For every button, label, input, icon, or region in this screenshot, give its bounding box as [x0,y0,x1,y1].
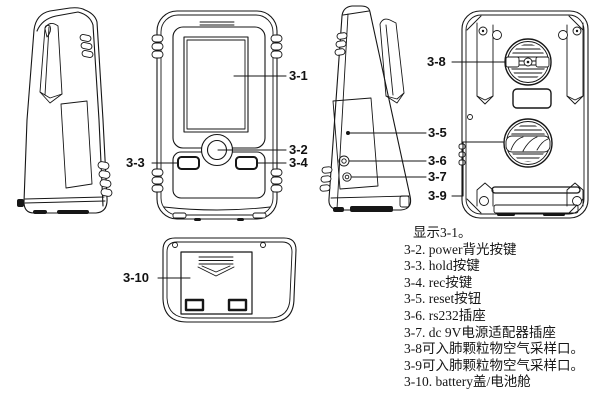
left-side-top-face [37,12,93,31]
reset-hole [346,131,350,135]
left-side-bottom-seam [25,197,105,203]
parts-legend: 显示3-1。 3-2. power背光按键 3-3. hold按键 3-4. r… [404,225,584,391]
callout-leader-lines [152,62,504,278]
bottom-air-sampling-vent [504,119,552,167]
legend-line-rec-button: 3-4. rec按键 [404,274,473,290]
legend-line-display: 显示3-1。 [413,225,472,240]
callout-label-3-3: 3-3 [126,155,145,170]
back-screws [479,27,582,206]
front-body-outer [157,11,277,219]
callout-label-3-7: 3-7 [428,169,447,184]
back-bottom-slot [492,187,580,193]
callout-label-3-1: 3-1 [289,68,308,83]
legend-line-power-button: 3-2. power背光按键 [404,241,517,257]
callout-label-3-5: 3-5 [428,125,447,140]
back-bottom-bar [494,205,578,213]
dc-jack [343,173,351,181]
right-side-handle [380,19,404,103]
top-air-sampling-vent [505,39,551,85]
back-corner-accents [467,16,583,213]
right-side-bottom-ridges [320,166,333,191]
battery-cover [181,252,252,314]
left-side-panel [61,101,92,188]
callout-label-3-10: 3-10 [123,270,150,285]
bottom-body-outer [163,238,296,322]
right-side-view [320,6,411,212]
bottom-view [163,238,296,322]
front-side-ridges [152,35,282,192]
right-side-panel [333,98,378,189]
legend-line-top-sampling-port: 3-8可入肺颗粒物空气采样口。 [404,341,584,357]
callout-label-3-8: 3-8 [427,54,446,69]
lcd-display [184,37,248,132]
back-bottom-feet [497,213,565,216]
left-side-feet [17,199,89,214]
legend-line-rs232-socket: 3-6. rs232插座 [404,307,486,323]
right-side-top-ridges [335,32,348,55]
lcd-display-inner [187,40,245,129]
callout-label-3-9: 3-9 [428,188,447,203]
legend-line-hold-button: 3-3. hold按键 [404,258,480,274]
callout-label-3-2: 3-2 [289,142,308,157]
back-body-outer [462,11,588,218]
left-side-handle [40,23,62,103]
hold-button [178,157,199,169]
right-side-bottom-seam [331,196,409,198]
front-body-inner [161,15,273,215]
left-side-view [17,8,113,214]
legend-line-bottom-sampling-port: 3-9可入肺颗粒物空气采样口。 [404,357,584,373]
callout-label-3-4: 3-4 [289,155,308,170]
front-view [152,11,282,221]
battery-foot-left [186,300,203,310]
left-side-front-edge [93,25,103,206]
bottom-hook-right [261,243,266,248]
front-top-ticks [200,22,234,25]
bottom-hook-left [173,243,178,248]
legend-line-reset-button: 3-5. reset按钮 [404,291,482,307]
battery-cover-arrow-icon [198,266,234,276]
back-body-inner [466,15,584,214]
left-side-bottom-ridges [97,161,112,197]
right-side-feet [333,206,393,212]
battery-cover-grip-lines [199,257,233,264]
left-side-outline [24,8,107,213]
back-view [459,11,588,218]
back-mid-plate [513,89,551,108]
right-side-top-face [343,11,369,15]
callout-label-3-6: 3-6 [428,153,447,168]
left-side-top-ridges [79,34,93,58]
front-feet [173,213,266,221]
front-bottom-curve [164,207,270,210]
legend-line-battery-cover: 3-10. battery盖/电池舱 [404,374,531,390]
battery-foot-right [229,300,246,310]
legend-line-dc-socket: 3-7. dc 9V电源适配器插座 [404,324,556,340]
fan-blades [511,137,548,151]
back-grip-strips [477,23,583,206]
leader-3-9 [452,142,503,196]
rs232-jack [339,156,349,166]
right-side-corner-detail [400,196,409,207]
